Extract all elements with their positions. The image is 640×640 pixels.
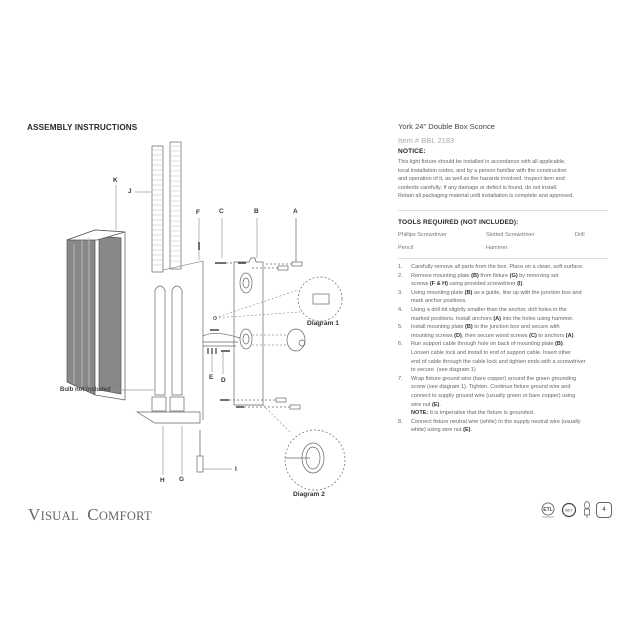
part-label-a: A <box>293 208 298 215</box>
notice-line: and operation of it, as well as the haza… <box>398 176 565 183</box>
step-number: 7. <box>398 375 403 382</box>
tools-title: TOOLS REQUIRED (NOT INCLUDED): <box>398 219 519 226</box>
instruction-step: 2. Remove mounting plate (B) from fixture… <box>395 272 635 289</box>
step-text: Remove mounting plate (B) from fixture (… <box>411 272 559 288</box>
brand-letter: V <box>28 505 41 524</box>
part-label-h: H <box>160 477 165 484</box>
step-number: 5. <box>398 324 403 331</box>
step-text: Connect fixture neutral wire (white) to … <box>411 418 581 434</box>
candle-sleeve-drawing <box>151 141 182 273</box>
tool-phillips: Phillips Screwdriver <box>398 232 447 238</box>
part-label-j: J <box>128 188 132 195</box>
divider <box>398 210 608 211</box>
part-label-b: B <box>254 208 259 215</box>
notice-line: contents carefully. If any damage or def… <box>398 184 558 191</box>
notice-text: This light fixture should be installed i… <box>398 158 628 201</box>
part-label-e: E <box>209 374 214 381</box>
tool-slotted: Slotted Screwdriver <box>486 232 535 238</box>
part-label-k: K <box>113 177 118 184</box>
instruction-step: 8. Connect fixture neutral wire (white) t… <box>395 418 635 435</box>
section-title: ASSEMBLY INSTRUCTIONS <box>27 123 138 132</box>
diagram-1-label: Diagram 1 <box>307 320 339 327</box>
etl-listed-icon: ETL <box>541 502 555 518</box>
step-text: Carefully remove all parts from the box.… <box>411 264 584 270</box>
notice-title: NOTICE: <box>398 148 426 155</box>
instruction-step: 3. Using mounting plate (B) as a guide, l… <box>395 289 635 306</box>
product-title: York 24" Double Box Sconce <box>398 122 495 131</box>
part-label-g: G <box>179 476 184 483</box>
step-number: 3. <box>398 289 403 296</box>
instruction-step: 4. Using a drill bit slightly smaller tha… <box>395 306 635 323</box>
brand-letters: ISUAL <box>40 509 79 523</box>
step-number: 1. <box>398 264 403 270</box>
instruction-step: 7. Wrap fixture ground wire (bare copper)… <box>395 375 635 418</box>
diagram-2-label: Diagram 2 <box>293 491 325 498</box>
bulb-type-icon <box>584 501 590 518</box>
part-label-i: I <box>235 466 237 473</box>
brand-logo: VISUAL COMFORT <box>28 505 152 525</box>
instruction-step: 5. Install mounting plate (B) to the junc… <box>395 323 635 340</box>
notice-line: Retain all packaging material until inst… <box>398 193 574 200</box>
bulb-count-icon: 4 <box>596 502 612 518</box>
divider <box>398 258 608 259</box>
brand-letters: OMFORT <box>98 509 152 523</box>
instruction-steps: 1. Carefully remove all parts from the bo… <box>395 263 635 435</box>
part-label-d: D <box>221 377 226 384</box>
step-number: 2. <box>398 272 403 279</box>
tool-pencil: Pencil <box>398 245 414 251</box>
wet-rated-icon: WET <box>561 502 577 518</box>
step-text: Install mounting plate (B) to the juncti… <box>411 324 576 339</box>
part-label-c: C <box>219 208 224 215</box>
notice-line: local installation codes, and by a perso… <box>398 167 567 174</box>
glass-shade-drawing <box>66 229 126 401</box>
svg-text:WET: WET <box>565 509 574 513</box>
instruction-step: 6. Run support cable through hole on back… <box>395 340 635 374</box>
step-text: Using a drill bit slightly smaller than … <box>411 306 574 322</box>
notice-line: This light fixture should be installed i… <box>398 159 566 165</box>
step-number: 6. <box>398 341 403 348</box>
bulb-note: Bulb not included <box>60 387 111 393</box>
item-number: Item # BBL 2183 <box>398 136 455 145</box>
tool-hammer: Hammer <box>486 245 508 251</box>
step-text: Run support cable through hole on back o… <box>411 341 586 374</box>
step-number: 8. <box>398 418 403 425</box>
step-text: Wrap fixture ground wire (bare copper) a… <box>411 375 577 417</box>
part-label-f: F <box>196 209 200 216</box>
step-text: Using mounting plate (B) as a guide, lin… <box>411 289 582 305</box>
assembly-diagram <box>66 141 346 491</box>
step-number: 4. <box>398 306 403 313</box>
tool-drill: Drill <box>575 232 585 238</box>
instruction-step: 1. Carefully remove all parts from the bo… <box>395 263 635 272</box>
brand-letter: C <box>87 505 99 524</box>
svg-text:ETL: ETL <box>543 507 552 513</box>
